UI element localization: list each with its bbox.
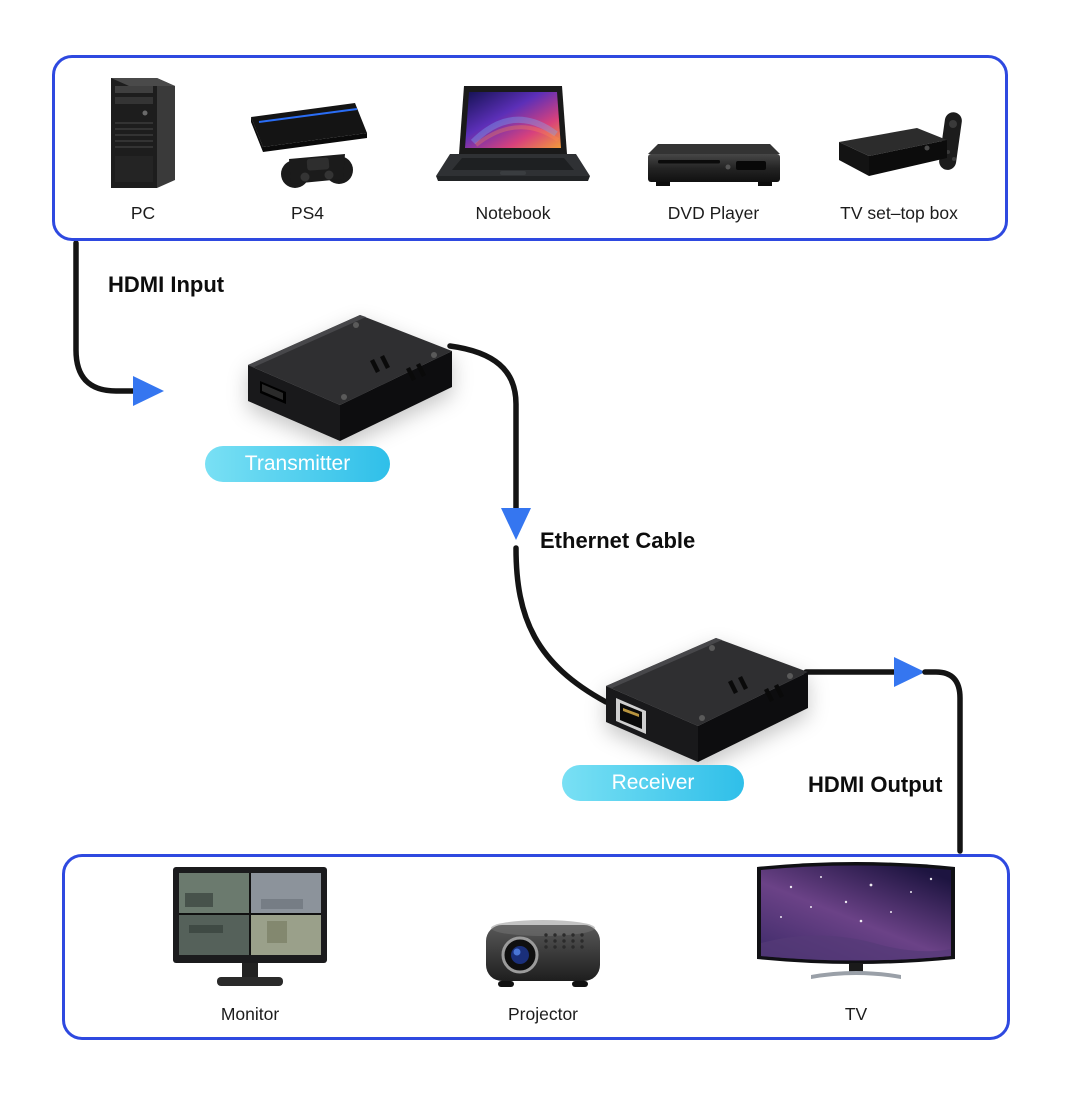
device-label-tv-set-top-box: TV set–top box [840,203,958,223]
device-ps4: PS4 [233,89,383,224]
receiver-badge: Receiver [562,765,744,801]
device-label-dvd-player: DVD Player [667,203,760,223]
device-label-monitor: Monitor [220,1004,280,1024]
device-label-notebook: Notebook [475,203,551,223]
source-devices-box: PC PS4 [52,55,1008,241]
device-label-pc: PC [130,203,156,223]
device-monitor: Monitor [165,863,335,1025]
hdmi-input-cable [73,240,136,394]
dvd-player-icon [644,136,784,194]
transmitter-icon [220,303,470,448]
device-label-ps4: PS4 [290,203,325,223]
hdmi-output-label: HDMI Output [808,772,943,797]
projector-icon [478,903,608,995]
hdmi-input-label: HDMI Input [108,272,225,297]
device-projector: Projector [478,903,608,1025]
device-dvd-player: DVD Player [644,136,784,224]
arrow-right-icon [894,657,925,687]
monitor-icon [165,863,335,995]
output-devices-box: Monitor [62,854,1010,1040]
ethernet-cable-label: Ethernet Cable [540,528,696,553]
tv-set-top-box-icon [829,102,969,194]
ps4-icon [233,89,383,194]
device-label-tv: TV [844,1004,868,1024]
arrow-right-icon [133,376,164,406]
device-tv-set-top-box: TV set–top box [829,102,969,224]
device-pc: PC [99,72,187,224]
device-tv: TV [751,857,961,1025]
tv-icon [751,857,961,995]
receiver-icon [582,626,822,771]
transmitter-badge: Transmitter [205,446,390,482]
device-notebook: Notebook [428,82,598,224]
pc-icon [99,72,187,194]
notebook-icon [428,82,598,194]
device-label-projector: Projector [507,1004,579,1024]
hdmi-output-cable-right [922,669,963,854]
arrow-down-icon [501,508,531,540]
